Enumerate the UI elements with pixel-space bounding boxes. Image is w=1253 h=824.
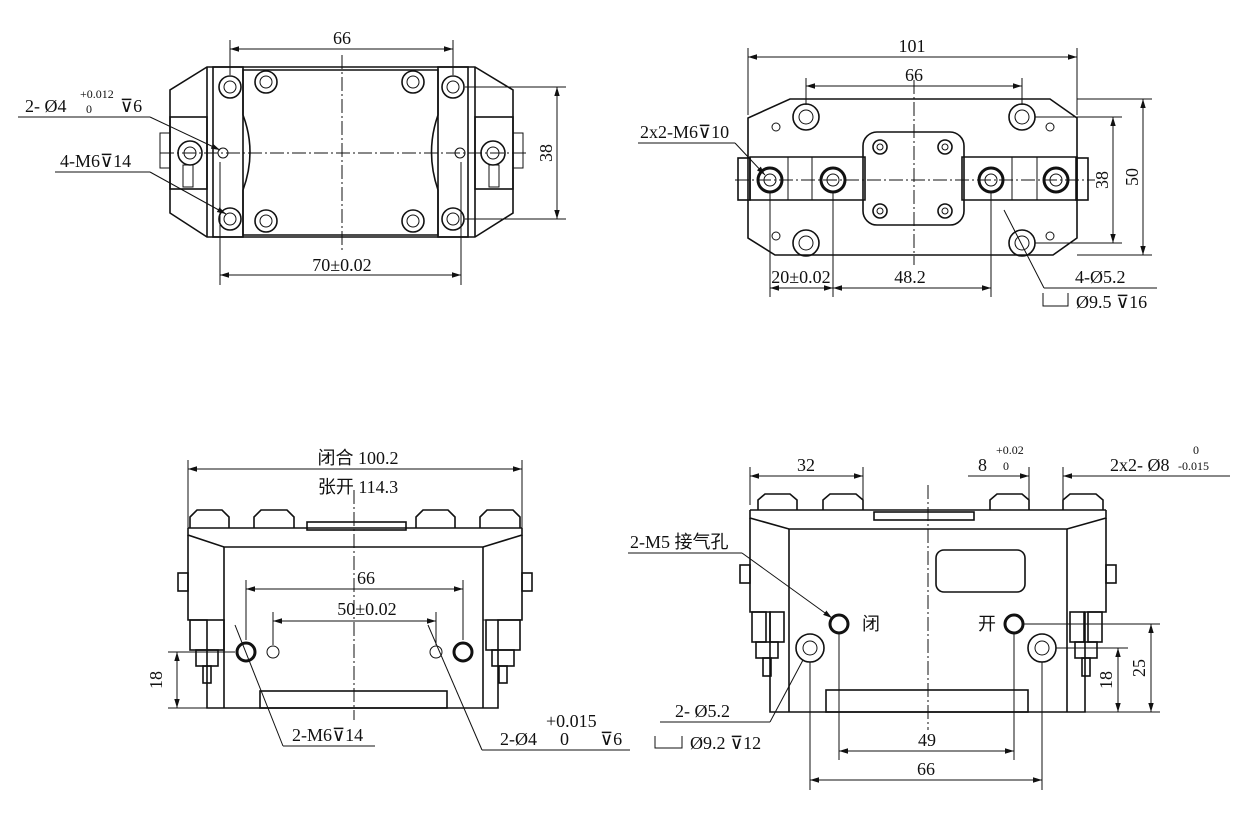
- pin-tol-upper: +0.012: [80, 87, 114, 101]
- dim-66-top-right: 66: [905, 65, 923, 85]
- dim-50: 50: [1122, 168, 1142, 186]
- pin-callout-bottom-right: 2x2- Ø8: [1110, 455, 1170, 475]
- dim-66-bottom-left: 66: [357, 568, 375, 588]
- dim-66-top-left: 66: [333, 28, 351, 48]
- view-top-right: 101 66 38 50 20±0.02 48.2 2x2-M6⊽10 4-Ø5…: [638, 36, 1157, 312]
- dim-50-bottom-left: 50±0.02: [337, 599, 396, 619]
- thread-callout-top-left: 4-M6⊽14: [60, 151, 131, 171]
- dim-66-bottom-right: 66: [917, 759, 935, 779]
- view-top-left: 66 38 70±0.02 2- Ø4 +0.012 0 ⊽6 4-M6⊽14: [18, 28, 566, 285]
- view-bottom-right: 32 8 +0.02 0 2x2- Ø8 0 -0.015 2-M5 接气孔 闭…: [628, 443, 1230, 790]
- close-port-label: 闭: [862, 614, 880, 634]
- dim-38-top-right: 38: [1092, 171, 1112, 189]
- pin-tol-lower-bottom-left: 0: [560, 729, 569, 749]
- air-port-callout: 2-M5 接气孔: [630, 532, 729, 552]
- dim-101: 101: [899, 36, 926, 56]
- dim-38-top-left: 38: [536, 144, 556, 162]
- pin-depth: ⊽6: [120, 96, 142, 116]
- cbore-callout-bottom-right: Ø9.2 ⊽12: [690, 733, 761, 753]
- dim-49: 49: [918, 730, 936, 750]
- pin-callout-bottom-left: 2-Ø4: [500, 729, 537, 749]
- open-port-label: 开: [978, 614, 996, 634]
- pin-tol-lower-bottom-right: -0.015: [1178, 459, 1209, 473]
- open-width: 张开 114.3: [318, 477, 398, 497]
- pin-tol-upper-bottom-right: 0: [1193, 443, 1199, 457]
- hole-callout-bottom-right: 2- Ø5.2: [675, 701, 730, 721]
- pin-tol-upper-bottom-left: +0.015: [546, 711, 597, 731]
- dim-48: 48.2: [894, 267, 926, 287]
- dim-20: 20±0.02: [771, 267, 830, 287]
- dim-8-tol-lower: 0: [1003, 459, 1009, 473]
- dim-8-tol-upper: +0.02: [996, 443, 1024, 457]
- hole-callout-top-right: 4-Ø5.2: [1075, 267, 1126, 287]
- thread-callout-top-right: 2x2-M6⊽10: [640, 122, 729, 142]
- dim-8: 8: [978, 455, 987, 475]
- pin-depth-bottom-left: ⊽6: [600, 729, 622, 749]
- closed-width: 闭合 100.2: [318, 448, 399, 468]
- dim-32: 32: [797, 455, 815, 475]
- dim-25: 25: [1129, 659, 1149, 677]
- dim-18-bottom-right: 18: [1096, 671, 1116, 689]
- thread-callout-bottom-left: 2-M6⊽14: [292, 725, 363, 745]
- dim-18-bottom-left: 18: [146, 671, 166, 689]
- cbore-callout-top-right: Ø9.5 ⊽16: [1076, 292, 1147, 312]
- pin-tol-lower: 0: [86, 102, 92, 116]
- pin-hole-callout: 2- Ø4: [25, 96, 67, 116]
- dim-70-top-left: 70±0.02: [312, 255, 371, 275]
- view-bottom-left: 闭合 100.2 张开 114.3 66 50±0.02 18 2-M6⊽14 …: [146, 448, 630, 751]
